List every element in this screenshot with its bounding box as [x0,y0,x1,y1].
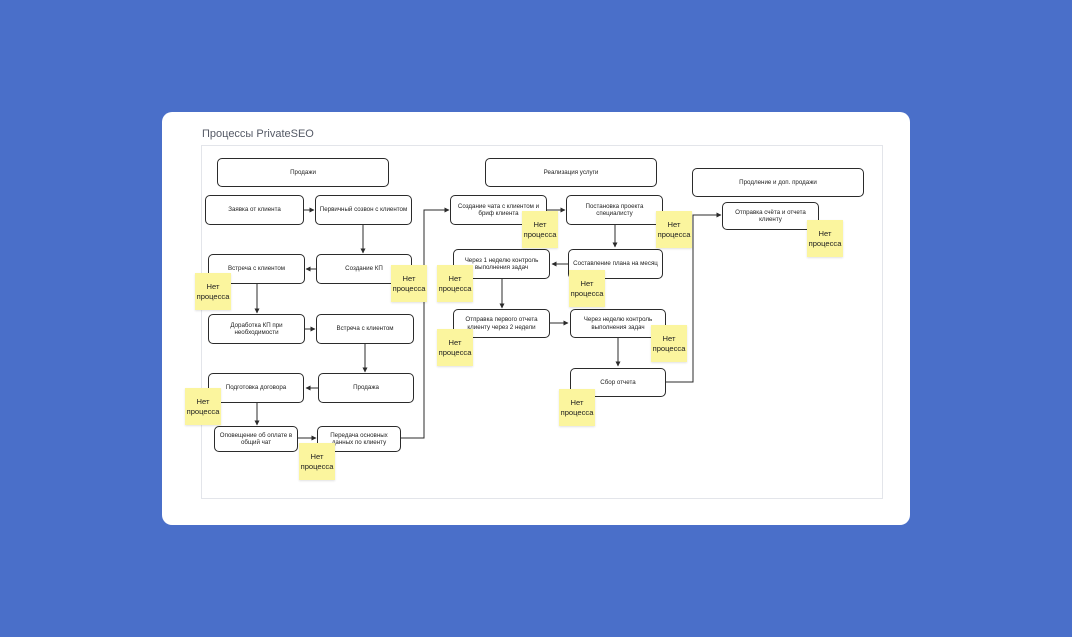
sticky-no-process[interactable]: Нет процесса [656,211,692,248]
sticky-no-process[interactable]: Нет процесса [437,265,473,302]
sticky-no-process[interactable]: Нет процесса [299,443,335,480]
node-payment-notice[interactable]: Оповещение об оплате в общий чат [214,426,298,452]
renewal-header[interactable]: Продление и доп. продажи [692,168,864,197]
sticky-no-process[interactable]: Нет процесса [391,265,427,302]
node-send-invoice[interactable]: Отправка счёта и отчета клиенту [722,202,819,230]
sales-header[interactable]: Продажи [217,158,389,187]
node-first-call[interactable]: Первичный созвон с клиентом [315,195,412,225]
node-client-request[interactable]: Заявка от клиента [205,195,304,225]
node-specialist-task[interactable]: Постановка проекта специалисту [566,195,663,225]
node-kp-refine[interactable]: Доработка КП при необходимости [208,314,305,344]
node-contract-prep[interactable]: Подготовка договора [208,373,304,403]
node-first-report[interactable]: Отправка первого отчета клиенту через 2 … [453,309,550,338]
sticky-no-process[interactable]: Нет процесса [569,270,605,307]
sticky-no-process[interactable]: Нет процесса [437,329,473,366]
board-title: Процессы PrivateSEO [202,128,314,140]
sticky-no-process[interactable]: Нет процесса [651,325,687,362]
sticky-no-process[interactable]: Нет процесса [195,273,231,310]
node-collect-report[interactable]: Сбор отчета [570,368,666,397]
node-week-control-1[interactable]: Через 1 неделю контроль выполнения задач [453,249,550,279]
service-header[interactable]: Реализация услуги [485,158,657,187]
node-sale[interactable]: Продажа [318,373,414,403]
sticky-no-process[interactable]: Нет процесса [807,220,843,257]
sticky-no-process[interactable]: Нет процесса [185,388,221,425]
node-client-meeting-2[interactable]: Встреча с клиентом [316,314,414,344]
node-week-control-2[interactable]: Через неделю контроль выполнения задач [570,309,666,338]
node-data-transfer[interactable]: Передача основных данных по клиенту [317,426,401,452]
sticky-no-process[interactable]: Нет процесса [522,211,558,248]
sticky-no-process[interactable]: Нет процесса [559,389,595,426]
